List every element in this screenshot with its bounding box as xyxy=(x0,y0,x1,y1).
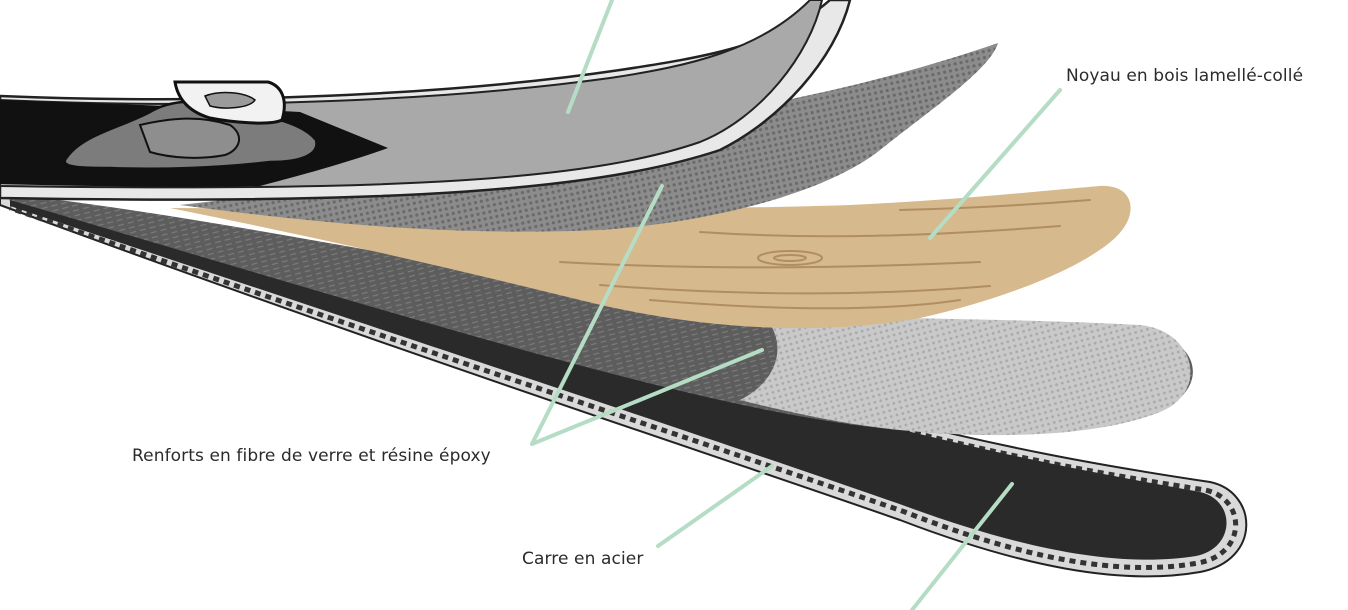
leader-edge xyxy=(656,464,774,548)
leader-base xyxy=(910,482,1014,610)
leader-lines xyxy=(530,0,1062,610)
leader-fiber-lower xyxy=(530,348,764,446)
leader-fiber-upper xyxy=(530,184,664,446)
wood-grain xyxy=(559,199,1091,310)
label-wood-core: Noyau en bois lamellé-collé xyxy=(1066,66,1304,86)
leader-core xyxy=(928,88,1062,240)
topsheet-layer xyxy=(0,0,852,201)
fiberglass-light-mesh xyxy=(740,312,1191,436)
label-fiberglass: Renforts en fibre de verre et résine épo… xyxy=(132,446,491,466)
label-steel-edge: Carre en acier xyxy=(522,549,644,569)
leader-topsheet xyxy=(566,0,614,114)
fiberglass-lower-layer xyxy=(10,194,1193,436)
ski-binding-graphic xyxy=(63,80,318,170)
